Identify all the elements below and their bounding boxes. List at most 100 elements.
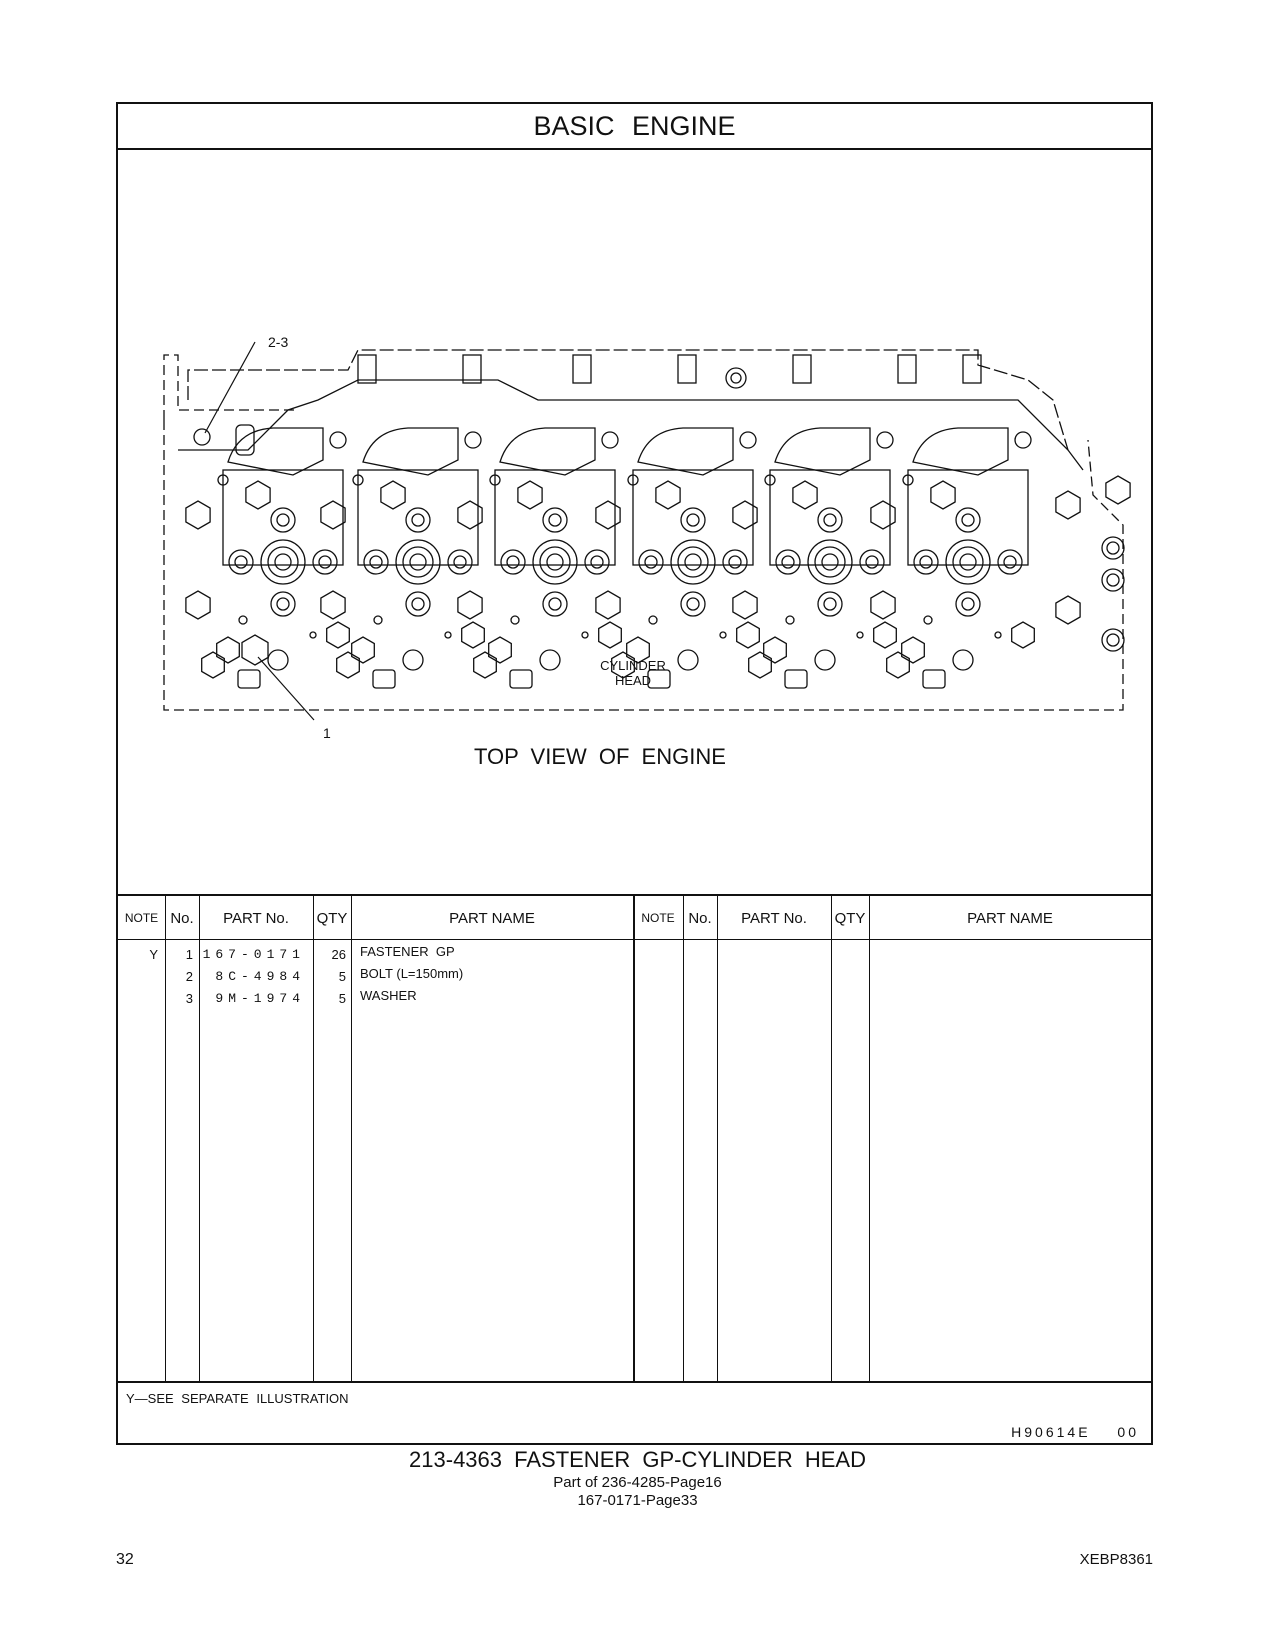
valve-stem <box>781 555 795 569</box>
cylinder-head-label-line2: HEAD <box>614 673 652 688</box>
cylinder-boss <box>907 469 1029 566</box>
head-bolt-hex <box>473 651 497 679</box>
dowel-hole <box>581 631 589 639</box>
cylinder-boss <box>222 469 344 566</box>
plug-pad <box>237 669 261 689</box>
header-note-right: NOTE <box>641 911 675 925</box>
valve-stem <box>865 555 879 569</box>
valve-spring <box>312 549 338 575</box>
bracket-slot <box>235 424 255 456</box>
valve-spring <box>584 549 610 575</box>
row-2-note <box>118 966 158 988</box>
valve-spring <box>405 507 431 533</box>
small-port <box>1014 431 1032 449</box>
end-plug-inner <box>1106 573 1120 587</box>
row-3-note <box>118 988 158 1010</box>
head-bolt-hex <box>216 636 240 664</box>
plug-pad <box>922 669 946 689</box>
valve-stem <box>1003 555 1017 569</box>
oil-gallery <box>267 649 289 671</box>
mounting-tab <box>897 354 917 384</box>
plug-pad <box>509 669 533 689</box>
valve-stem <box>411 513 425 527</box>
valve-stem <box>506 555 520 569</box>
injector-ring <box>402 546 434 578</box>
small-port <box>601 431 619 449</box>
header-note-left: NOTE <box>124 911 159 925</box>
head-bolt-hex <box>655 480 681 510</box>
header-qty-right: QTY <box>834 909 866 927</box>
head-bolt-hex <box>611 651 635 679</box>
head-bolt-hex <box>326 621 350 649</box>
small-port <box>464 431 482 449</box>
cylinder-boss <box>357 469 479 566</box>
cylinder-boss <box>769 469 891 566</box>
end-head-bolt-hex <box>1055 490 1081 520</box>
injector-sleeve <box>945 539 991 585</box>
injector-sleeve <box>532 539 578 585</box>
caption-title: 213-4363 FASTENER GP-CYLINDER HEAD <box>409 1447 866 1472</box>
header-part-name-left: PART NAME <box>449 909 535 927</box>
injector-ring <box>539 546 571 578</box>
dowel-hole <box>510 615 520 625</box>
injector-ring <box>267 546 299 578</box>
row-3-part-name: WASHER <box>360 988 417 1003</box>
caption-reference-1: Part of 236-4285-Page16 <box>553 1474 722 1491</box>
head-bolt-hex <box>626 636 650 664</box>
view-label: TOP VIEW OF ENGINE <box>474 744 726 769</box>
injector-center <box>821 553 839 571</box>
head-bolt-hex <box>1011 621 1035 649</box>
oil-gallery <box>677 649 699 671</box>
valve-stem <box>453 555 467 569</box>
dowel-hole <box>373 615 383 625</box>
valve-spring <box>542 507 568 533</box>
head-bolt-hex <box>461 621 485 649</box>
plug-pad <box>784 669 808 689</box>
head-bolt-hex <box>595 500 621 530</box>
callout-2-3: 2-3 <box>268 334 289 350</box>
drawing-id: H90614E 00 <box>1011 1424 1139 1440</box>
dowel-hole <box>902 474 914 486</box>
cylinder-head-outline <box>163 420 1124 711</box>
end-plug-inner <box>1106 541 1120 555</box>
end-plug <box>1101 628 1125 652</box>
injector-center <box>959 553 977 571</box>
head-bolt-hex <box>870 500 896 530</box>
valve-stem <box>686 597 700 611</box>
header-part-no-left: PART No. <box>223 909 289 927</box>
parts-page-frame: BASIC ENGINE 2-3 1 CYLINDER HEAD TOP VIE… <box>116 102 1153 1445</box>
head-bolt-hex <box>517 480 543 510</box>
valve-stem <box>961 597 975 611</box>
injector-ring <box>952 546 984 578</box>
filler-port-inner <box>730 372 742 384</box>
header-part-name-right: PART NAME <box>967 909 1053 927</box>
valve-stem <box>234 555 248 569</box>
dowel-hole <box>994 631 1002 639</box>
head-bolt-hex <box>598 621 622 649</box>
plug-pad <box>372 669 396 689</box>
dowel-hole <box>217 474 229 486</box>
row-1-note: Y <box>149 947 158 962</box>
head-bolt-hex <box>320 590 346 620</box>
injector-sleeve <box>260 539 306 585</box>
injector-center <box>546 553 564 571</box>
valve-spring <box>270 507 296 533</box>
row-1-part-name: FASTENER GP <box>360 944 455 959</box>
head-bolt-hex <box>886 651 910 679</box>
valve-spring <box>680 591 706 617</box>
mounting-tab <box>462 354 482 384</box>
rocker-bracket <box>499 427 596 476</box>
valve-spring <box>270 591 296 617</box>
small-port <box>739 431 757 449</box>
dowel-hole <box>444 631 452 639</box>
head-bolt-hex <box>336 651 360 679</box>
parts-table: NOTE No. PART No. QTY PART NAME NOTE No.… <box>118 894 1151 1381</box>
row-1-qty: 26 <box>331 947 346 962</box>
header-no-left: No. <box>170 909 194 927</box>
valve-spring <box>722 549 748 575</box>
valve-stem <box>644 555 658 569</box>
injector-sleeve <box>395 539 441 585</box>
valve-spring <box>500 549 526 575</box>
head-bolt-hex <box>457 590 483 620</box>
row-2-part-name: BOLT (L=150mm) <box>360 966 464 981</box>
